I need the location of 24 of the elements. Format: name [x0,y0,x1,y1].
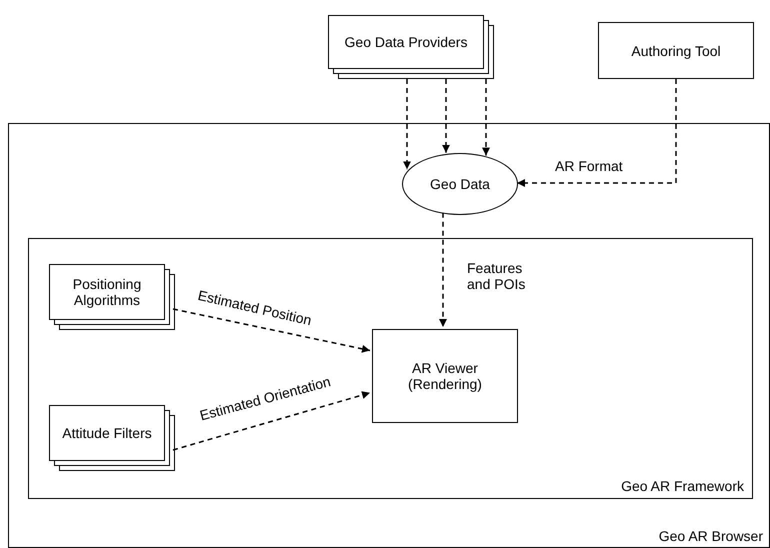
stacked-box [49,405,165,461]
edge-label: AR Format [555,158,623,174]
edge-label: Estimated Position [196,287,314,328]
stacked-box [328,15,484,69]
edge-label: Features and POIs [467,260,526,292]
node-label: Positioning Algorithms [72,276,142,308]
stacked-box [49,264,165,320]
dashed-arrow [439,212,447,327]
process-box [372,329,518,423]
container-frame [8,123,770,548]
node-label: AR Viewer (Rendering) [407,360,483,392]
node-label: Authoring Tool [631,42,721,58]
process-box [598,22,754,79]
node-label: Geo AR Framework [621,478,744,494]
node-label: Geo AR Browser [658,528,763,544]
node-label: Attitude Filters [62,425,152,441]
dashed-arrow [517,79,677,187]
node-label: Geo Data [430,176,490,192]
dashed-arrow [403,79,411,170]
dashed-arrow [172,391,370,451]
container-frame [28,238,753,499]
dashed-arrow [442,79,450,153]
dashed-arrow [172,308,370,353]
node-label: Geo Data Providers [344,34,468,50]
